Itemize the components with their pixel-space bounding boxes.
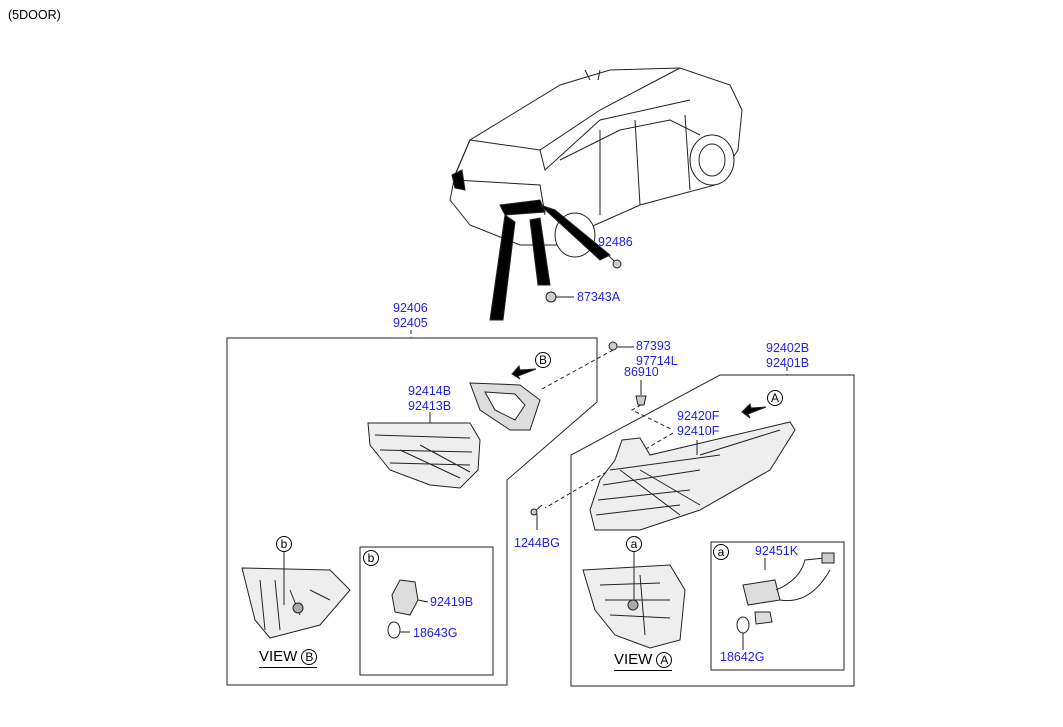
socket-92451K <box>736 552 835 650</box>
marker-a-view: a <box>626 536 642 552</box>
marker-B: B <box>535 352 551 368</box>
outer-lamp-92401B <box>589 421 796 531</box>
part-92451K[interactable]: 92451K <box>755 544 799 558</box>
part-group-92406: 92406 92405 <box>393 301 428 331</box>
view-b-caption: VIEW B <box>259 648 318 668</box>
gasket <box>469 382 541 431</box>
variant-label: (5DOOR) <box>8 8 61 22</box>
socket-92419B <box>387 579 429 639</box>
part-18642G[interactable]: 18642G <box>720 650 765 664</box>
marker-A: A <box>767 390 783 406</box>
part-group-92414B: 92414B 92413B <box>408 384 451 414</box>
marker-b-view: b <box>276 536 292 552</box>
nut-87343A <box>545 291 574 303</box>
part-92401B[interactable]: 92401B <box>766 356 810 370</box>
view-b-lamp-back <box>241 552 351 639</box>
part-92402B[interactable]: 92402B <box>766 341 810 355</box>
part-92405[interactable]: 92405 <box>393 316 428 330</box>
part-group-87393: 87393 97714L <box>636 339 678 369</box>
bolt-92486 <box>607 254 622 269</box>
screw-1244BG <box>530 504 543 530</box>
part-92410F[interactable]: 92410F <box>677 424 720 438</box>
part-group-92420F: 92420F 92410F <box>677 409 719 439</box>
part-92419B[interactable]: 92419B <box>430 595 474 609</box>
part-92420F[interactable]: 92420F <box>677 409 720 423</box>
view-a-lamp-back <box>582 552 686 649</box>
view-b-word: VIEW <box>259 648 298 665</box>
part-92486[interactable]: 92486 <box>598 235 633 249</box>
part-92414B[interactable]: 92414B <box>408 384 452 398</box>
inner-lamp-92413B <box>367 412 481 489</box>
part-97714L[interactable]: 97714L <box>636 354 678 368</box>
view-a-marker: A <box>656 651 673 668</box>
part-87393[interactable]: 87393 <box>636 339 671 353</box>
view-a-caption: VIEW A <box>614 651 673 671</box>
nut-87393 <box>608 341 634 351</box>
part-86910[interactable]: 86910 <box>624 365 659 379</box>
part-87343A[interactable]: 87343A <box>577 290 621 304</box>
marker-a-detail: a <box>713 544 729 560</box>
car-illustration <box>449 67 743 321</box>
marker-b-detail: b <box>363 550 379 566</box>
part-1244BG[interactable]: 1244BG <box>514 536 560 550</box>
part-92406[interactable]: 92406 <box>393 301 428 315</box>
view-b-marker: B <box>301 648 318 665</box>
part-group-92402B: 92402B 92401B <box>766 341 809 371</box>
view-a-word: VIEW <box>614 651 653 668</box>
part-18643G[interactable]: 18643G <box>413 626 458 640</box>
part-92413B[interactable]: 92413B <box>408 399 452 413</box>
clip-86910 <box>635 380 647 406</box>
